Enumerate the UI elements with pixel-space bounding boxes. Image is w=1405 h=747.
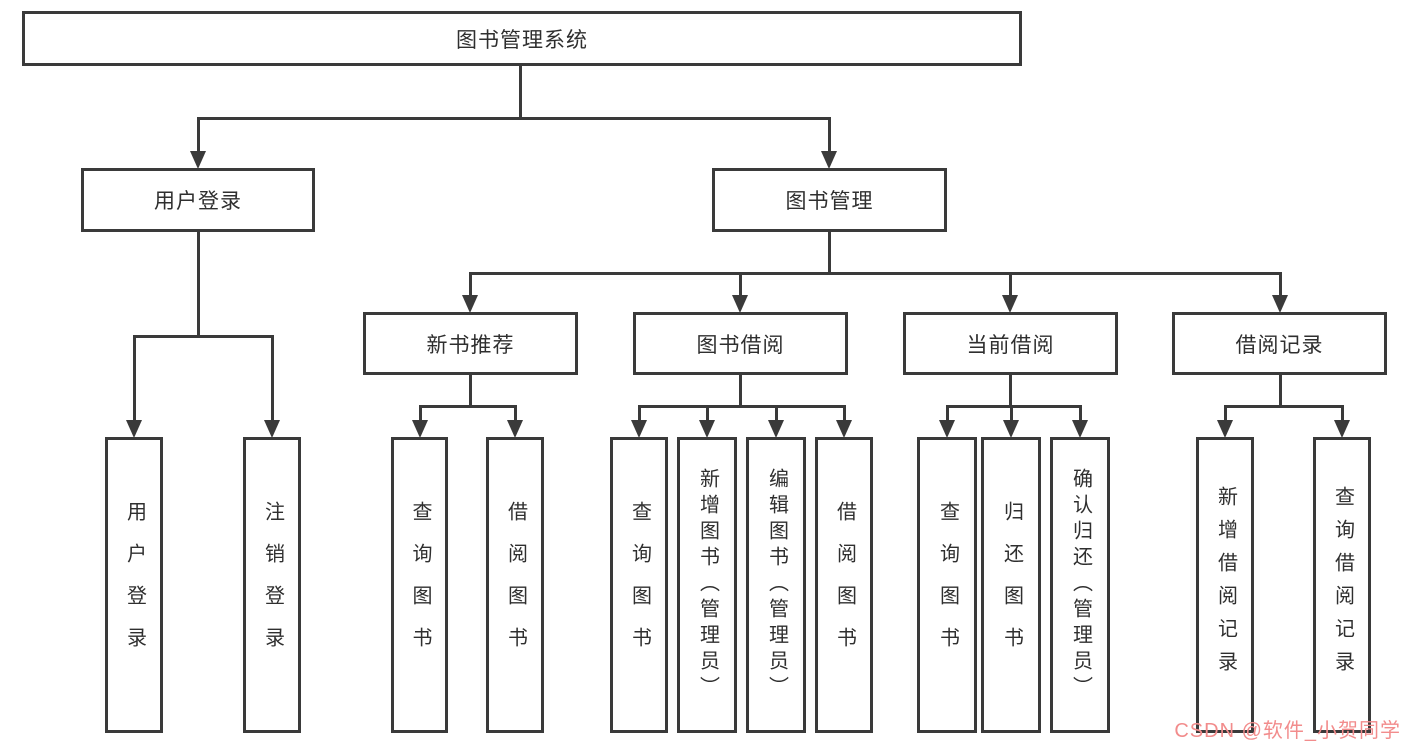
leaf-label: 用户登录 bbox=[123, 501, 146, 669]
arrowhead-down-icon bbox=[1272, 295, 1288, 313]
arrowhead-down-icon bbox=[190, 151, 206, 169]
connector-line bbox=[469, 375, 472, 408]
arrowhead-down-icon bbox=[507, 420, 523, 438]
connector-line bbox=[1224, 405, 1344, 408]
arrowhead-down-icon bbox=[412, 420, 428, 438]
connector-line bbox=[1224, 406, 1227, 423]
node-borrowing-records: 借阅记录 bbox=[1172, 312, 1387, 375]
node-current-borrowing: 当前借阅 bbox=[903, 312, 1118, 375]
connector-line bbox=[419, 405, 517, 408]
arrowhead-down-icon bbox=[1002, 295, 1018, 313]
arrowhead-down-icon bbox=[1003, 420, 1019, 438]
leaf-label: 借阅图书 bbox=[504, 501, 527, 669]
connector-line bbox=[519, 66, 522, 120]
connector-line bbox=[706, 406, 709, 423]
arrowhead-down-icon bbox=[631, 420, 647, 438]
leaf-query-books-recommend: 查询图书 bbox=[391, 437, 448, 733]
arrowhead-down-icon bbox=[462, 295, 478, 313]
leaf-label: 编辑图书（管理员） bbox=[765, 468, 788, 702]
node-new-book-recommendation: 新书推荐 bbox=[363, 312, 578, 375]
leaf-borrow-books-borrowing: 借阅图书 bbox=[815, 437, 873, 733]
connector-line bbox=[843, 406, 846, 423]
connector-line bbox=[1009, 273, 1012, 298]
connector-line bbox=[1079, 406, 1082, 423]
arrowhead-down-icon bbox=[836, 420, 852, 438]
connector-line bbox=[1341, 406, 1344, 423]
node-label: 借阅记录 bbox=[1235, 333, 1324, 357]
connector-line bbox=[1010, 406, 1013, 423]
arrowhead-down-icon bbox=[939, 420, 955, 438]
arrowhead-down-icon bbox=[1217, 420, 1233, 438]
connector-line bbox=[946, 405, 1082, 408]
arrowhead-down-icon bbox=[732, 295, 748, 313]
leaf-return-book: 归还图书 bbox=[981, 437, 1041, 733]
connector-line bbox=[638, 405, 846, 408]
arrowhead-down-icon bbox=[768, 420, 784, 438]
leaf-add-borrow-record: 新增借阅记录 bbox=[1196, 437, 1254, 733]
leaf-query-books-borrowing: 查询图书 bbox=[610, 437, 668, 733]
arrowhead-down-icon bbox=[821, 151, 837, 169]
connector-line bbox=[946, 406, 949, 423]
arrowhead-down-icon bbox=[126, 420, 142, 438]
leaf-label: 查询图书 bbox=[628, 501, 651, 669]
arrowhead-down-icon bbox=[264, 420, 280, 438]
leaf-label: 查询图书 bbox=[936, 501, 959, 669]
leaf-label: 新增借阅记录 bbox=[1214, 486, 1237, 684]
connector-line bbox=[469, 273, 472, 298]
node-user-login: 用户登录 bbox=[81, 168, 315, 232]
node-label: 用户登录 bbox=[154, 190, 242, 213]
leaf-label: 归还图书 bbox=[1000, 501, 1023, 669]
connector-line bbox=[775, 406, 778, 423]
leaf-label: 查询借阅记录 bbox=[1331, 486, 1354, 684]
arrowhead-down-icon bbox=[1334, 420, 1350, 438]
node-label: 图书借阅 bbox=[696, 333, 785, 357]
node-label: 新书推荐 bbox=[426, 333, 515, 357]
connector-line bbox=[828, 118, 831, 154]
connector-line bbox=[133, 335, 274, 338]
node-label: 图书管理 bbox=[785, 190, 874, 213]
node-label: 当前借阅 bbox=[966, 333, 1055, 357]
leaf-add-book-admin: 新增图书（管理员） bbox=[677, 437, 737, 733]
connector-line bbox=[419, 406, 422, 423]
connector-line bbox=[197, 232, 200, 338]
connector-line bbox=[197, 117, 831, 120]
arrowhead-down-icon bbox=[699, 420, 715, 438]
connector-line bbox=[1279, 273, 1282, 298]
leaf-confirm-return-admin: 确认归还（管理员） bbox=[1050, 437, 1110, 733]
connector-line bbox=[739, 273, 742, 298]
csdn-watermark: CSDN @软件_小贺同学 bbox=[1174, 720, 1401, 742]
connector-line bbox=[133, 336, 136, 423]
arrowhead-down-icon bbox=[1072, 420, 1088, 438]
leaf-label: 借阅图书 bbox=[833, 501, 856, 669]
node-book-borrowing: 图书借阅 bbox=[633, 312, 848, 375]
leaf-user-login: 用户登录 bbox=[105, 437, 163, 733]
connector-line bbox=[271, 336, 274, 423]
connector-line bbox=[739, 375, 742, 408]
leaf-edit-book-admin: 编辑图书（管理员） bbox=[746, 437, 806, 733]
leaf-borrow-books-recommend: 借阅图书 bbox=[486, 437, 544, 733]
connector-line bbox=[514, 406, 517, 423]
leaf-label: 新增图书（管理员） bbox=[696, 468, 719, 702]
connector-line bbox=[1009, 375, 1012, 408]
leaf-query-books-current: 查询图书 bbox=[917, 437, 977, 733]
leaf-label: 查询图书 bbox=[409, 501, 431, 669]
node-library-management-system: 图书管理系统 bbox=[22, 11, 1022, 66]
leaf-label: 注销登录 bbox=[261, 501, 284, 669]
connector-line bbox=[197, 118, 200, 154]
connector-line bbox=[469, 272, 1282, 275]
leaf-query-borrow-record: 查询借阅记录 bbox=[1313, 437, 1371, 733]
connector-line bbox=[638, 406, 641, 423]
connector-line bbox=[1279, 375, 1282, 408]
leaf-logout: 注销登录 bbox=[243, 437, 301, 733]
leaf-label: 确认归还（管理员） bbox=[1069, 468, 1092, 702]
node-book-management: 图书管理 bbox=[712, 168, 947, 232]
connector-line bbox=[828, 232, 831, 275]
node-label: 图书管理系统 bbox=[456, 28, 588, 52]
